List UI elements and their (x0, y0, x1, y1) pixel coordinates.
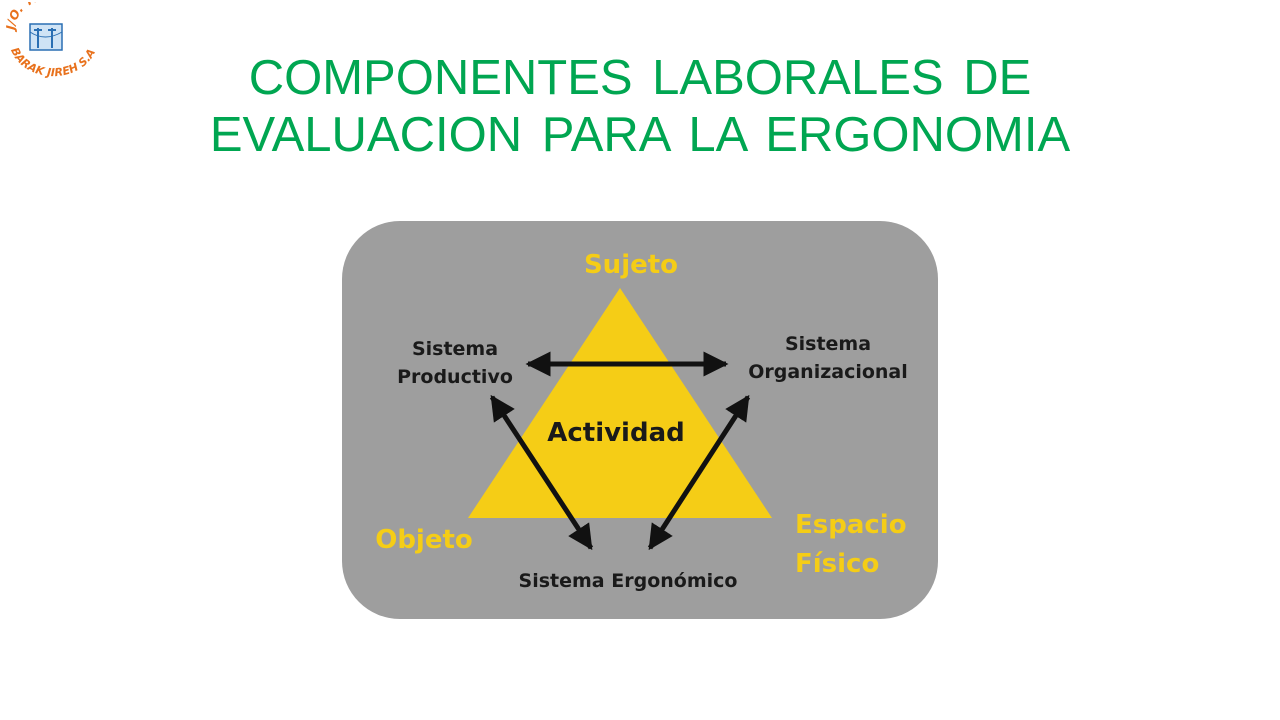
system-label-productivo-1: Sistema (412, 338, 498, 360)
vertex-label-espacio: Espacio (795, 510, 907, 540)
system-label-ergonomico: Sistema Ergonómico (519, 570, 738, 592)
page-title-line-2: EVALUACION PARA LA ERGONOMIA (209, 108, 1071, 162)
power-tower-icon (29, 23, 63, 51)
vertex-label-objeto: Objeto (375, 525, 473, 555)
system-label-organizacional-1: Sistema (785, 333, 871, 355)
vertex-label-fisico: Físico (795, 549, 879, 579)
page-title-line-1: COMPONENTES LABORALES DE (248, 51, 1032, 105)
center-label-actividad: Actividad (547, 418, 685, 448)
page-title: COMPONENTES LABORALES DE EVALUACION PARA… (0, 50, 1280, 164)
vertex-label-sujeto: Sujeto (584, 250, 678, 280)
company-logo: J/O. TET BARAK JIREH S.A.S (4, 2, 98, 79)
system-label-organizacional-2: Organizacional (748, 361, 908, 383)
arrow-productivo-ergonomico (489, 394, 594, 551)
arrow-organizacional-ergonomico (647, 394, 751, 551)
system-label-productivo-2: Productivo (397, 366, 513, 388)
